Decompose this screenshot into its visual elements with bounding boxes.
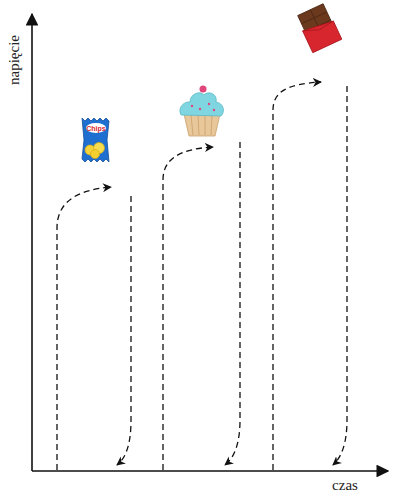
rise-arrow: [163, 147, 213, 470]
fall-arrow: [117, 196, 131, 465]
x-axis: [32, 470, 388, 472]
cupcake-icon: [180, 86, 224, 137]
axis-label: napięcie: [7, 35, 22, 85]
axis-label: czas: [332, 478, 358, 493]
rise-arrow: [273, 82, 321, 470]
chips-icon: [82, 118, 109, 162]
fall-arrow: [225, 142, 240, 465]
fall-arrow: [333, 86, 347, 465]
y-axis: [31, 14, 33, 471]
brand-label: Chips: [86, 125, 105, 132]
tension-cycles: [57, 82, 347, 470]
chocolate-icon: [296, 3, 342, 53]
rise-arrow: [57, 187, 111, 470]
